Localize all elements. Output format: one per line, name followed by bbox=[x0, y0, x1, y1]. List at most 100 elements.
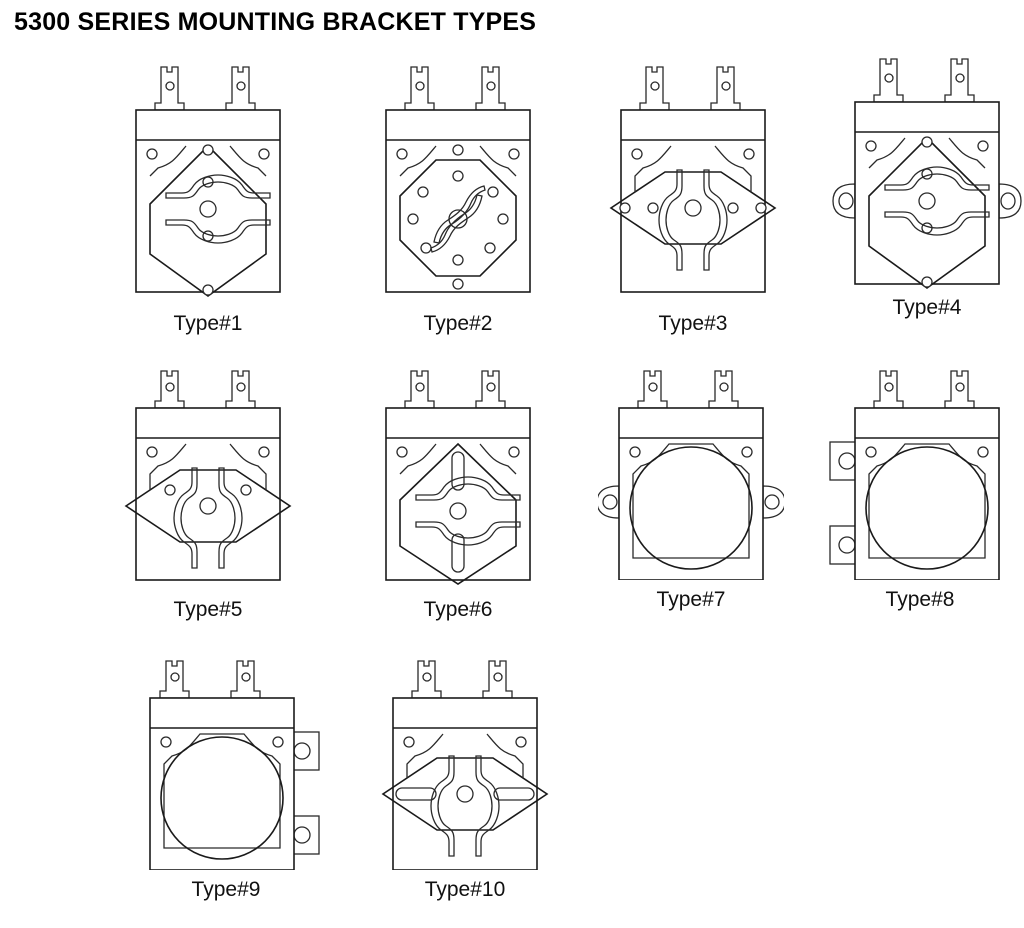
center-detail bbox=[173, 467, 243, 569]
bracket-item-type-10: Type#10 bbox=[372, 658, 558, 918]
bracket-label-type-3: Type#3 bbox=[658, 312, 728, 335]
bracket-drawing-type-1 bbox=[135, 66, 281, 297]
center-detail bbox=[884, 166, 990, 236]
plate-outline bbox=[399, 159, 517, 277]
bracket-drawing-type-9 bbox=[149, 660, 320, 870]
body-corner-holes bbox=[146, 446, 270, 458]
bracket-label-type-10: Type#10 bbox=[424, 878, 506, 901]
arc-slot-lower bbox=[884, 211, 990, 236]
body-corner-holes bbox=[631, 148, 755, 160]
arc-slot-upper bbox=[165, 174, 271, 199]
plate-outline bbox=[149, 144, 267, 297]
plate-holes bbox=[619, 202, 767, 214]
plate-shoulder-right bbox=[229, 443, 267, 490]
arc-slot-upper bbox=[884, 166, 990, 191]
plate-shoulder-right bbox=[479, 443, 517, 475]
plate-shoulder-left bbox=[406, 733, 444, 778]
wave-slot-right bbox=[703, 169, 728, 271]
bracket-label-type-4: Type#4 bbox=[892, 296, 962, 319]
bracket-item-type-4: Type#4 bbox=[832, 56, 1022, 336]
terminal-tabs bbox=[637, 370, 739, 409]
side-mounting-ears bbox=[598, 485, 784, 519]
body-outline bbox=[618, 407, 764, 580]
plate-shoulder-left bbox=[634, 145, 672, 192]
body-corner-holes bbox=[396, 446, 520, 458]
plate-slots bbox=[395, 787, 535, 801]
body-outline bbox=[392, 697, 538, 870]
center-detail bbox=[415, 476, 521, 546]
page-title: 5300 SERIES MOUNTING BRACKET TYPES bbox=[14, 8, 537, 36]
body-corner-holes bbox=[865, 140, 989, 152]
bracket-item-type-3: Type#3 bbox=[603, 64, 783, 344]
terminal-tabs bbox=[404, 370, 506, 409]
terminal-tabs bbox=[639, 66, 741, 111]
plate-shoulder-right bbox=[714, 145, 752, 192]
round-plate-outline bbox=[865, 446, 989, 570]
bracket-drawing-type-3 bbox=[609, 66, 777, 293]
plate-slots bbox=[451, 451, 465, 573]
body-corner-holes bbox=[403, 736, 527, 748]
wave-slot-left bbox=[658, 169, 683, 271]
bracket-label-type-9: Type#9 bbox=[191, 878, 261, 901]
terminal-tabs bbox=[873, 370, 975, 409]
body-outline bbox=[149, 697, 295, 870]
bracket-drawing-type-8 bbox=[829, 370, 1000, 580]
plate-holes bbox=[202, 144, 214, 296]
plate-outline bbox=[609, 171, 777, 245]
bracket-label-type-5: Type#5 bbox=[173, 598, 243, 621]
plate-shoulder-left bbox=[149, 443, 187, 490]
plate-shoulder-left bbox=[149, 145, 187, 177]
bracket-item-type-1: Type#1 bbox=[128, 64, 288, 344]
arc-slot-lower bbox=[415, 521, 521, 546]
plate-shoulder-left bbox=[868, 137, 906, 169]
center-detail bbox=[430, 185, 486, 253]
body-corner-holes bbox=[629, 446, 753, 458]
wave-slot-left bbox=[173, 467, 198, 569]
body-corner-holes bbox=[865, 446, 989, 458]
round-plate-outline bbox=[629, 446, 753, 570]
terminal-tabs bbox=[154, 370, 256, 409]
plate-holes bbox=[407, 144, 509, 290]
plate-holes bbox=[164, 484, 252, 496]
center-detail bbox=[430, 755, 500, 857]
wave-slot-right bbox=[218, 467, 243, 569]
bracket-item-type-8: Type#8 bbox=[822, 368, 1018, 628]
plate-shoulder-left bbox=[399, 145, 437, 177]
bracket-drawing-type-10 bbox=[381, 660, 549, 870]
bracket-label-type-8: Type#8 bbox=[885, 588, 955, 611]
terminal-tabs bbox=[159, 660, 261, 699]
center-hole bbox=[456, 785, 474, 803]
round-plate-outline bbox=[160, 736, 284, 860]
wave-slot-right bbox=[475, 755, 500, 857]
bracket-item-type-6: Type#6 bbox=[378, 368, 538, 638]
body-corner-holes bbox=[396, 148, 520, 160]
center-detail bbox=[165, 174, 271, 244]
plate-shoulder-right bbox=[479, 145, 517, 177]
plate-shoulder-right bbox=[486, 733, 524, 778]
bracket-label-type-1: Type#1 bbox=[173, 312, 243, 335]
s-slot-lower bbox=[430, 194, 483, 253]
terminal-tabs bbox=[154, 66, 256, 111]
bracket-drawing-type-4 bbox=[832, 58, 1022, 289]
terminal-tabs bbox=[873, 58, 975, 103]
body-corner-holes bbox=[160, 736, 284, 748]
arc-slot-lower bbox=[165, 219, 271, 244]
bracket-label-type-6: Type#6 bbox=[423, 598, 493, 621]
center-hole bbox=[684, 199, 702, 217]
terminal-tabs bbox=[404, 66, 506, 111]
center-hole bbox=[918, 192, 936, 210]
bracket-drawing-type-5 bbox=[124, 370, 292, 581]
bracket-label-type-2: Type#2 bbox=[423, 312, 493, 335]
center-hole bbox=[449, 502, 467, 520]
bracket-item-type-5: Type#5 bbox=[120, 368, 296, 638]
center-hole bbox=[199, 200, 217, 218]
bracket-item-type-2: Type#2 bbox=[378, 64, 538, 344]
bracket-drawing-type-7 bbox=[598, 370, 784, 580]
body-corner-holes bbox=[146, 148, 270, 160]
plate-outline bbox=[124, 469, 292, 543]
plate-outline bbox=[868, 136, 986, 289]
bracket-item-type-9: Type#9 bbox=[128, 658, 324, 918]
wave-slot-left bbox=[430, 755, 455, 857]
body-outline bbox=[854, 407, 1000, 580]
plate-shoulder-left bbox=[399, 443, 437, 475]
